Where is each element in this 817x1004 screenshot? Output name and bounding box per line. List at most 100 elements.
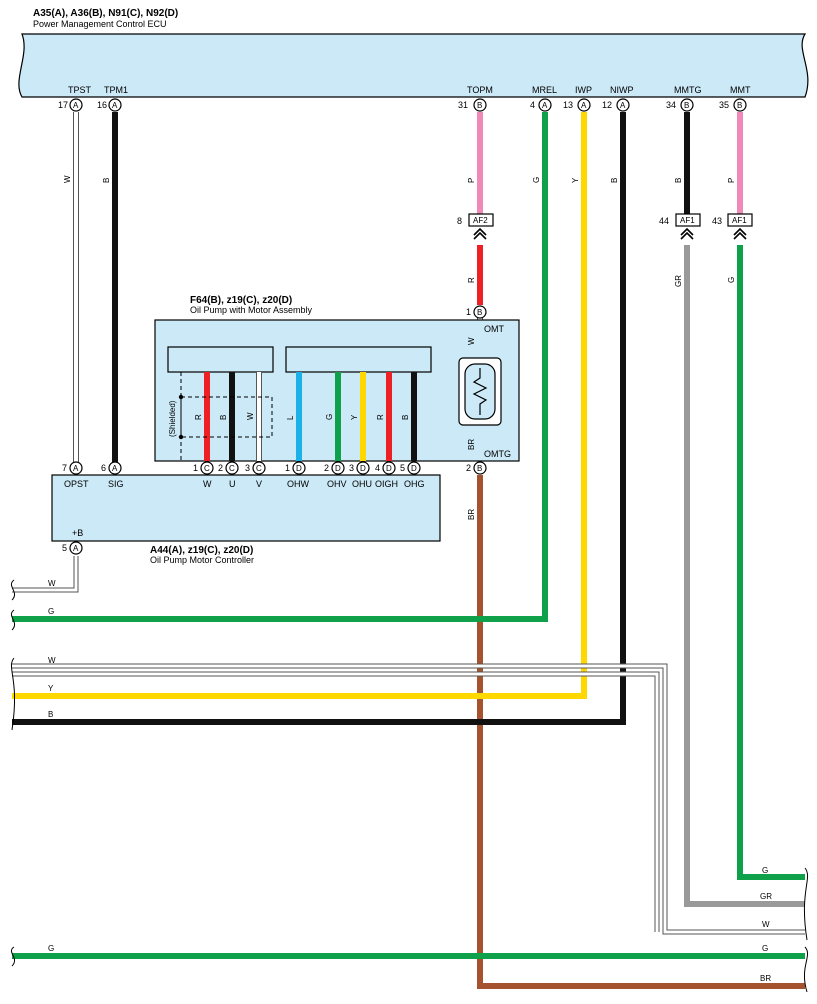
wire-mmt-green bbox=[737, 245, 805, 880]
junction-af1-mmtg: AF1 44 bbox=[659, 213, 701, 240]
pump-connectors: B 1 B 2 C 1 C 2 C 3 D 1 D 2 D 3 D 4 D 5 bbox=[193, 305, 487, 475]
controller-opst-label: OPST bbox=[64, 479, 89, 489]
controller-sig-label: SIG bbox=[108, 479, 124, 489]
conn-sig: A bbox=[112, 464, 118, 473]
wire-plusb bbox=[12, 556, 79, 593]
wlabel-right-br: BR bbox=[760, 974, 771, 983]
pump-sensor-block bbox=[285, 346, 432, 373]
wire-iwp bbox=[12, 112, 587, 699]
junction-af2: AF2 8 bbox=[457, 213, 494, 240]
junction-af1-mmtg-num: 44 bbox=[659, 216, 669, 226]
num-c2: 2 bbox=[218, 463, 223, 473]
wlabel-tpst: W bbox=[63, 175, 72, 183]
junction-af1-mmt-label: AF1 bbox=[732, 216, 747, 225]
ecu-box bbox=[18, 33, 809, 98]
wl-g: G bbox=[325, 414, 334, 420]
wlabel-right-g: G bbox=[762, 866, 768, 875]
shield bbox=[180, 372, 273, 461]
wire-omtg bbox=[477, 475, 805, 989]
conn-d3: D bbox=[360, 464, 366, 473]
term-tpst: TPST bbox=[68, 85, 92, 95]
controller-box bbox=[51, 474, 441, 542]
term-topm: TOPM bbox=[467, 85, 493, 95]
controller-name: Oil Pump Motor Controller bbox=[150, 555, 254, 565]
num-omt: 1 bbox=[466, 307, 471, 317]
num-mrel: 4 bbox=[530, 100, 535, 110]
term-mmtg: MMTG bbox=[674, 85, 702, 95]
num-tpm1: 16 bbox=[97, 100, 107, 110]
ecu-terminal-labels: TPST TPM1 TOPM MREL IWP NIWP MMTG MMT bbox=[68, 85, 751, 95]
num-mmt: 35 bbox=[719, 100, 729, 110]
pin-label-u: U bbox=[229, 479, 236, 489]
wire-niwp bbox=[12, 112, 626, 725]
num-niwp: 12 bbox=[602, 100, 612, 110]
conn-plusb: A bbox=[73, 544, 79, 553]
shield-dot-bottom bbox=[178, 434, 184, 440]
junction-af2-num: 8 bbox=[457, 216, 462, 226]
term-mrel: MREL bbox=[532, 85, 557, 95]
omt-label: OMT bbox=[484, 324, 504, 334]
conn-mmtg: B bbox=[684, 101, 689, 110]
wlabel-left-w: W bbox=[48, 579, 56, 588]
wlabel-topm-lower: R bbox=[467, 277, 476, 283]
wl-br-omtg: BR bbox=[467, 439, 476, 450]
num-mmtg: 34 bbox=[666, 100, 676, 110]
wlabel-mmt: P bbox=[727, 178, 736, 183]
junction-af2-label: AF2 bbox=[473, 216, 488, 225]
wl-w1: W bbox=[246, 412, 255, 420]
pin-label-ohu: OHU bbox=[352, 479, 372, 489]
junction-af1-mmtg-label: AF1 bbox=[680, 216, 695, 225]
num-sig: 6 bbox=[101, 463, 106, 473]
controller-connectors: A 7 A 6 A 5 bbox=[62, 461, 122, 555]
wlabel-iwp: Y bbox=[571, 177, 580, 183]
wlabel-bottom-left-g: G bbox=[48, 944, 54, 953]
conn-opst: A bbox=[73, 464, 79, 473]
wire-white-loop bbox=[12, 663, 805, 935]
conn-c1: C bbox=[204, 464, 210, 473]
wl-r1: R bbox=[194, 414, 203, 420]
controller-codes: A44(A), z19(C), z20(D) bbox=[150, 545, 253, 556]
num-topm: 31 bbox=[458, 100, 468, 110]
term-niwp: NIWP bbox=[610, 85, 634, 95]
conn-c2: C bbox=[229, 464, 235, 473]
conn-c3: C bbox=[256, 464, 262, 473]
pin-label-ohg: OHG bbox=[404, 479, 425, 489]
num-d3: 3 bbox=[349, 463, 354, 473]
conn-d5: D bbox=[411, 464, 417, 473]
thermistor-icon bbox=[458, 357, 502, 426]
wlabel-left-y: Y bbox=[48, 684, 54, 693]
conn-tpst: A bbox=[73, 101, 79, 110]
wire-color-labels: W B P R G Y B B GR P G BR W G W Y B G GR… bbox=[48, 175, 772, 983]
wlabel-left-w2: W bbox=[48, 656, 56, 665]
num-d4: 4 bbox=[375, 463, 380, 473]
conn-d1: D bbox=[296, 464, 302, 473]
wl-b1: B bbox=[219, 415, 228, 420]
num-omtg: 2 bbox=[466, 463, 471, 473]
conn-iwp: A bbox=[581, 101, 587, 110]
pump-internal-wires bbox=[204, 372, 417, 461]
num-c3: 3 bbox=[245, 463, 250, 473]
wlabel-topm: P bbox=[467, 178, 476, 183]
pin-label-ohw: OHW bbox=[287, 479, 310, 489]
wlabel-mmt-lower: G bbox=[727, 277, 736, 283]
break-marks-left bbox=[10, 579, 16, 967]
num-c1: 1 bbox=[193, 463, 198, 473]
num-iwp: 13 bbox=[563, 100, 573, 110]
conn-tpm1: A bbox=[112, 101, 118, 110]
wlabel-right-gr: GR bbox=[760, 892, 772, 901]
wlabel-tpm1: B bbox=[102, 178, 111, 183]
ecu-connectors: A 17 A 16 B 31 A 4 A 13 A 12 B 34 B 35 bbox=[58, 98, 747, 112]
term-mmt: MMT bbox=[730, 85, 751, 95]
pin-label-v: V bbox=[256, 479, 262, 489]
wlabel-omtg: BR bbox=[467, 509, 476, 520]
wlabel-left-g: G bbox=[48, 607, 54, 616]
wlabel-mrel: G bbox=[532, 177, 541, 183]
conn-omtg: B bbox=[477, 464, 482, 473]
term-tpm1: TPM1 bbox=[104, 85, 128, 95]
pump-codes: F64(B), z19(C), z20(D) bbox=[190, 295, 292, 306]
conn-topm: B bbox=[477, 101, 482, 110]
omtg-label: OMTG bbox=[484, 449, 511, 459]
junction-af1-mmt: AF1 43 bbox=[712, 213, 753, 240]
wlabel-right-w: W bbox=[762, 920, 770, 929]
num-tpst: 17 bbox=[58, 100, 68, 110]
